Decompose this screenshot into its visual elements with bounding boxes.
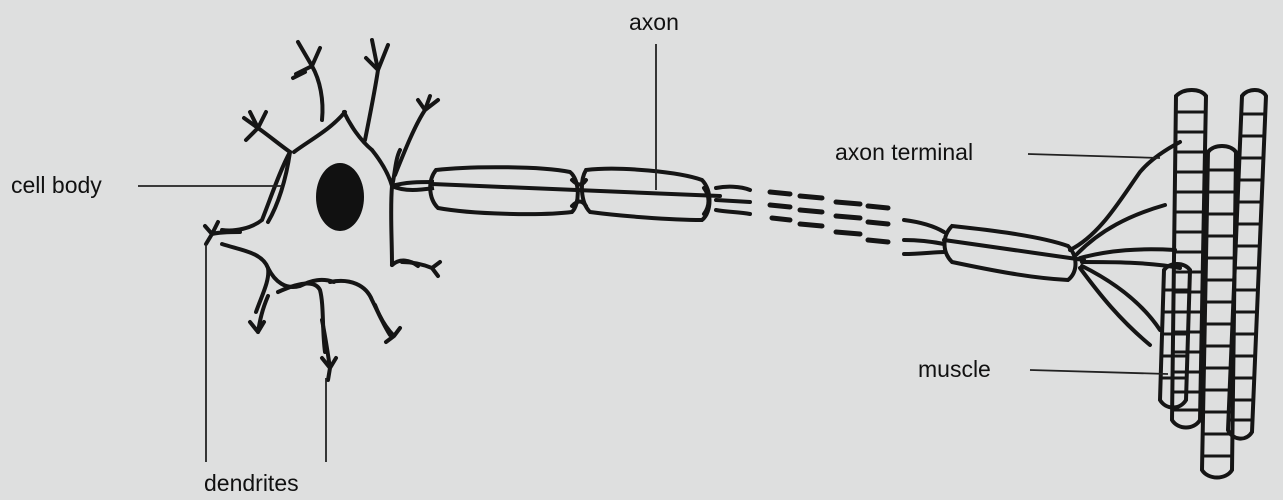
label-dendrites: dendrites [204, 470, 299, 496]
label-axon: axon [629, 9, 679, 35]
label-axon-terminal: axon terminal [835, 139, 973, 165]
label-cell-body: cell body [11, 172, 102, 198]
nucleus [316, 163, 364, 231]
label-muscle: muscle [918, 356, 991, 382]
